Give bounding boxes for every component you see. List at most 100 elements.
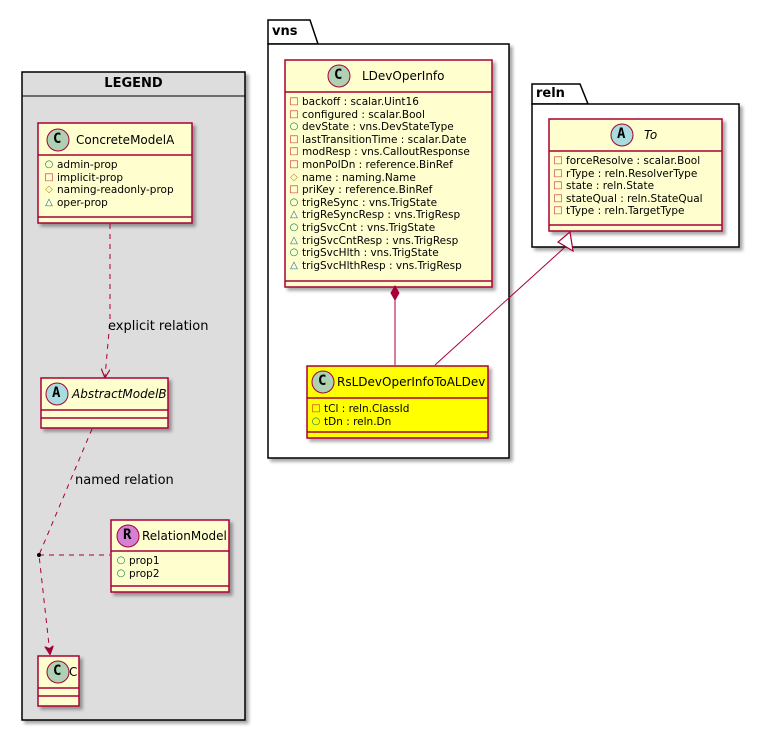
attribute-row: △trigReSyncResp : vns.TrigResp — [289, 209, 470, 222]
attribute-text: trigSvcCntResp : vns.TrigResp — [302, 234, 459, 247]
attribute-row: □forceResolve : scalar.Bool — [553, 155, 703, 168]
attribute-text: devState : vns.DevStateType — [302, 121, 454, 134]
attribute-text: modResp : vns.CalloutResponse — [302, 146, 470, 159]
attribute-row: ○prop2 — [116, 568, 160, 581]
private-visibility-icon: □ — [553, 180, 563, 192]
abstract-model-b-name: AbstractModelB — [72, 387, 167, 401]
class-c-badge-letter: C — [53, 663, 62, 679]
attribute-text: priKey : reference.BinRef — [302, 184, 433, 197]
attribute-text: oper-prop — [57, 196, 108, 209]
attribute-row: □backoff : scalar.Uint16 — [289, 96, 470, 109]
package-visibility-icon: △ — [290, 259, 298, 271]
rs-ldev-badge-letter: C — [318, 373, 327, 389]
attribute-text: naming-readonly-prop — [57, 184, 174, 197]
attribute-text: tCl : reln.ClassId — [324, 403, 410, 415]
attribute-row: □monPolDn : reference.BinRef — [289, 159, 470, 172]
attribute-row: □lastTransitionTime : scalar.Date — [289, 134, 470, 147]
concrete-model-a-badge-letter: C — [53, 131, 62, 147]
attribute-text: state : reln.State — [566, 180, 655, 193]
relation-model-badge — [116, 524, 140, 548]
attribute-text: prop2 — [129, 567, 160, 580]
protected-visibility-icon: ◇ — [45, 184, 53, 196]
public-visibility-icon: ○ — [311, 415, 321, 427]
reln-to-box — [548, 118, 723, 232]
ldev-oper-info-badge-letter: C — [334, 67, 343, 83]
public-visibility-icon: ○ — [44, 159, 54, 170]
attribute-text: admin-prop — [57, 159, 118, 171]
concrete-model-a-name: ConcreteModelA — [76, 133, 175, 147]
reln-to-badge — [610, 123, 634, 147]
attribute-row: □rType : reln.ResolverType — [553, 168, 703, 181]
private-visibility-icon: □ — [553, 205, 563, 217]
attribute-row: ○prop1 — [116, 555, 160, 568]
private-visibility-icon: □ — [311, 403, 321, 414]
private-visibility-icon: □ — [289, 158, 299, 170]
attribute-row: ◇ naming-readonly-prop — [44, 184, 174, 197]
inheritance-edge — [434, 247, 565, 366]
relation-model-attrs: ○prop1○prop2 — [116, 555, 160, 580]
vns-package-title: vns — [272, 24, 298, 39]
rs-ldev-box — [306, 365, 489, 439]
attribute-row: □state : reln.State — [553, 180, 703, 193]
protected-visibility-icon: ◇ — [290, 171, 298, 183]
public-visibility-icon: ○ — [116, 555, 126, 566]
ldev-oper-info-badge — [327, 64, 351, 88]
explicit-relation-edge — [105, 224, 111, 377]
private-visibility-icon: □ — [44, 171, 54, 183]
abstract-model-b-badge-letter: A — [52, 385, 61, 401]
association-point — [37, 553, 41, 557]
attribute-text: implicit-prop — [57, 171, 124, 184]
public-visibility-icon: ○ — [116, 567, 126, 579]
attribute-text: stateQual : reln.StateQual — [566, 192, 703, 205]
attribute-text: configured : scalar.Bool — [302, 108, 425, 121]
attribute-text: tType : reln.TargetType — [566, 205, 685, 218]
attribute-text: name : naming.Name — [302, 171, 416, 184]
concrete-model-a-badge — [46, 128, 70, 152]
attribute-row: □implicit-prop — [44, 172, 174, 185]
reln-to-name: To — [644, 128, 658, 142]
relation-model-badge-letter: R — [123, 527, 132, 543]
attribute-row: ○trigReSync : vns.TrigState — [289, 197, 470, 210]
composition-diamond — [390, 284, 400, 302]
attribute-row: △oper-prop — [44, 197, 174, 210]
private-visibility-icon: □ — [289, 184, 299, 196]
attribute-row: ○trigSvcHlth : vns.TrigState — [289, 247, 470, 260]
abstract-model-b-badge — [45, 382, 69, 406]
package-visibility-icon: △ — [290, 209, 298, 221]
inheritance-triangle — [556, 230, 574, 253]
reln-to-badge-letter: A — [617, 126, 626, 142]
ldev-oper-info-attrs: □backoff : scalar.Uint16□configured : sc… — [289, 96, 470, 272]
class-c-name: C — [69, 665, 78, 679]
named-relation-label: named relation — [75, 473, 174, 488]
attribute-row: □configured : scalar.Bool — [289, 109, 470, 122]
attribute-row: △ trigSvcHlthResp : vns.TrigResp — [289, 260, 470, 273]
attribute-row: ○devState : vns.DevStateType — [289, 121, 470, 134]
attribute-text: prop1 — [129, 555, 160, 567]
private-visibility-icon: □ — [289, 96, 299, 107]
private-visibility-icon: □ — [553, 167, 563, 179]
attribute-text: trigSvcHlth : vns.TrigState — [302, 247, 439, 260]
public-visibility-icon: ○ — [289, 196, 299, 208]
private-visibility-icon: □ — [289, 108, 299, 120]
ldev-oper-info-box — [284, 59, 493, 288]
private-visibility-icon: □ — [553, 192, 563, 204]
attribute-text: trigSvcHlthResp : vns.TrigResp — [302, 259, 462, 272]
attribute-row: ◇ name : naming.Name — [289, 172, 470, 185]
public-visibility-icon: ○ — [289, 221, 299, 233]
attribute-text: lastTransitionTime : scalar.Date — [302, 133, 467, 146]
legend-title: LEGEND — [104, 76, 163, 91]
reln-to-attrs: □forceResolve : scalar.Bool□rType : reln… — [553, 155, 703, 218]
relation-model-name: RelationModel — [142, 529, 227, 543]
explicit-relation-label: explicit relation — [108, 319, 209, 334]
attribute-row: ○tDn : reln.Dn — [311, 416, 409, 429]
public-visibility-icon: ○ — [289, 247, 299, 259]
private-visibility-icon: □ — [289, 133, 299, 145]
attribute-text: monPolDn : reference.BinRef — [302, 158, 453, 171]
ldev-oper-info-name: LDevOperInfo — [362, 69, 445, 83]
attribute-text: tDn : reln.Dn — [324, 415, 392, 428]
reln-package-title: reln — [536, 86, 565, 101]
package-visibility-icon: △ — [290, 234, 298, 246]
attribute-row: □modResp : vns.CalloutResponse — [289, 146, 470, 159]
attribute-text: backoff : scalar.Uint16 — [302, 96, 419, 108]
